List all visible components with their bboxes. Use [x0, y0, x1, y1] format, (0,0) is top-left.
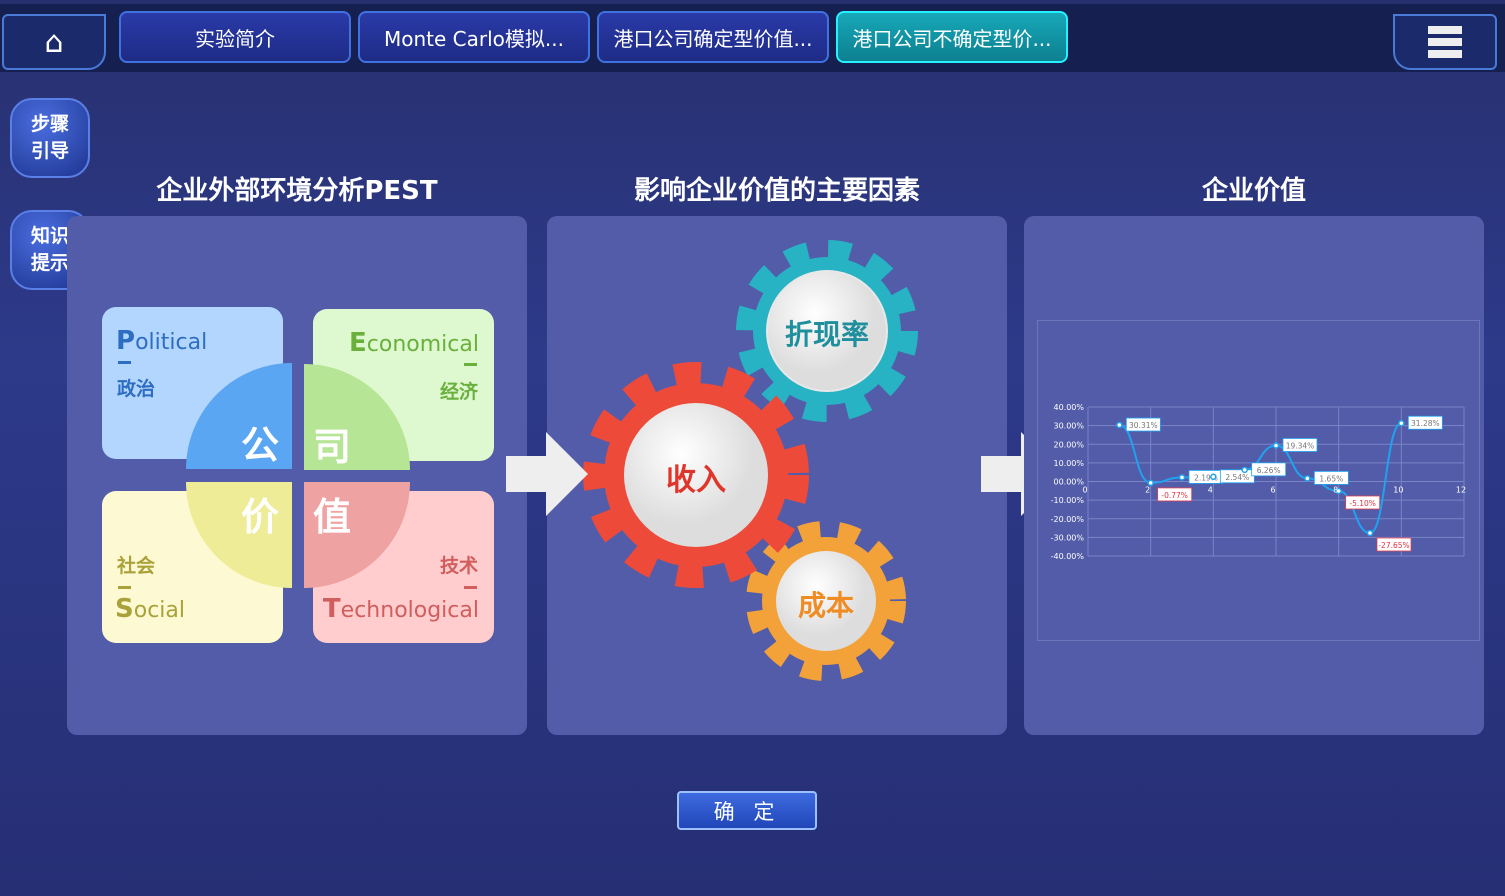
center-char-3: 价: [241, 495, 280, 539]
step-guide-label-2: 引导: [30, 140, 69, 162]
hint-label-2: 提示: [30, 252, 69, 274]
x-tick-label: 12: [1456, 486, 1466, 495]
divider: [464, 586, 477, 589]
y-tick-label: -10.00%: [1051, 496, 1085, 505]
step-guide-button[interactable]: 步骤引导: [10, 98, 90, 178]
tab-deterministic-value[interactable]: 港口公司确定型价值...: [597, 11, 829, 63]
economical-cn: 经济: [439, 381, 478, 403]
center-char-4: 值: [313, 495, 352, 539]
y-tick-label: 00.00%: [1053, 478, 1084, 487]
data-label-box: [1407, 415, 1443, 430]
x-tick-label: 8: [1333, 486, 1338, 495]
data-label-box: [1157, 487, 1193, 502]
economical-label: Economical: [349, 328, 479, 358]
data-label: -0.77%: [1161, 491, 1188, 500]
pest-title: 企业外部环境分析PEST: [156, 176, 438, 206]
technological-label: Technological: [322, 594, 479, 624]
data-label: 1.65%: [1319, 474, 1343, 483]
data-label-box: [1345, 495, 1381, 510]
gear-revenue-icon: [583, 362, 809, 588]
data-point: [1335, 487, 1342, 495]
gear-cost-label: 成本: [797, 589, 854, 622]
value-chart: 40.00% 30.00% 20.00% 10.00% 00.00% -10.00% -20…: [1037, 320, 1480, 641]
pest-panel: 公 司 价 值 Political 政治 Economical 经济 社会 So…: [67, 216, 527, 735]
step-guide-label: 步骤: [30, 113, 69, 135]
gear-revenue-label: 收入: [666, 463, 726, 498]
divider: [118, 586, 131, 589]
factors-title: 影响企业价值的主要因素: [633, 176, 920, 206]
confirm-button[interactable]: 确 定: [677, 791, 817, 830]
data-point: [1147, 479, 1154, 487]
data-label-box: [1376, 537, 1412, 552]
data-label-box: [1125, 417, 1161, 432]
data-point: [1366, 529, 1374, 537]
data-point: [1272, 442, 1280, 449]
data-point: [1398, 419, 1405, 427]
value-panel: 40.00% 30.00% 20.00% 10.00% 00.00% -10.00% -20…: [1024, 216, 1484, 735]
data-label: 30.31%: [1129, 421, 1158, 430]
technological-cn: 技术: [439, 555, 478, 577]
data-label: 6.26%: [1257, 466, 1281, 475]
x-tick-label: 0: [1082, 486, 1087, 495]
y-tick-label: 10.00%: [1053, 459, 1084, 468]
data-label-box: [1251, 462, 1287, 477]
y-tick-label: -30.00%: [1051, 533, 1085, 542]
data-label: -5.10%: [1349, 499, 1376, 508]
home-icon: ⌂: [44, 24, 64, 60]
gear-cost-icon: [746, 521, 906, 681]
value-title: 企业价值: [1201, 176, 1306, 206]
data-point: [1116, 421, 1123, 429]
factors-panel: 折现率 收入 成本: [547, 216, 1007, 735]
gears-graphic: [583, 240, 918, 681]
arrow-right-icon: [981, 456, 1023, 492]
tab-uncertain-value[interactable]: 港口公司不确定型价...: [836, 11, 1068, 63]
y-tick-label: -20.00%: [1051, 515, 1085, 524]
x-tick-label: 10: [1393, 486, 1403, 495]
x-tick-label: 6: [1270, 486, 1275, 495]
y-tick-label: -40.00%: [1051, 552, 1085, 561]
data-label-box: [1313, 471, 1349, 485]
tab-intro[interactable]: 实验简介: [119, 11, 351, 63]
arrow-right-icon: [506, 456, 548, 492]
y-tick-label: 30.00%: [1053, 422, 1084, 431]
social-cn: 社会: [117, 555, 156, 577]
x-tick-label: 2: [1145, 486, 1150, 495]
data-point: [1304, 475, 1311, 482]
arrow-right-icon-head: [546, 432, 588, 516]
y-tick-label: 20.00%: [1053, 440, 1084, 449]
data-label-box: [1219, 469, 1255, 484]
hint-label: 知识: [30, 225, 69, 247]
x-tick-label: 4: [1208, 486, 1213, 495]
data-label: 2.54%: [1225, 473, 1249, 482]
y-tick-label: 40.00%: [1053, 403, 1084, 412]
data-point: [1178, 474, 1186, 481]
series-line: [1119, 422, 1402, 534]
political-cn: 政治: [117, 378, 156, 400]
center-char-2: 司: [313, 425, 352, 469]
menu-icon: [1428, 26, 1462, 58]
data-point: [1210, 473, 1217, 481]
gear-discount-icon: [736, 240, 918, 422]
divider: [464, 363, 477, 366]
data-label: 2.19%: [1194, 473, 1218, 482]
data-label: 19.34%: [1286, 441, 1315, 450]
divider: [118, 361, 131, 364]
data-label: 31.28%: [1411, 419, 1440, 428]
political-label: Political: [116, 326, 208, 356]
data-label-box: [1282, 438, 1318, 452]
home-button[interactable]: ⌂: [2, 14, 106, 70]
data-point: [1241, 466, 1248, 474]
data-label: -27.65%: [1378, 541, 1409, 550]
menu-button[interactable]: [1393, 14, 1497, 70]
center-char-1: 公: [241, 423, 280, 467]
social-label: Social: [115, 594, 185, 624]
gear-discount-label: 折现率: [784, 318, 869, 351]
tab-monte-carlo[interactable]: Monte Carlo模拟...: [358, 11, 590, 63]
